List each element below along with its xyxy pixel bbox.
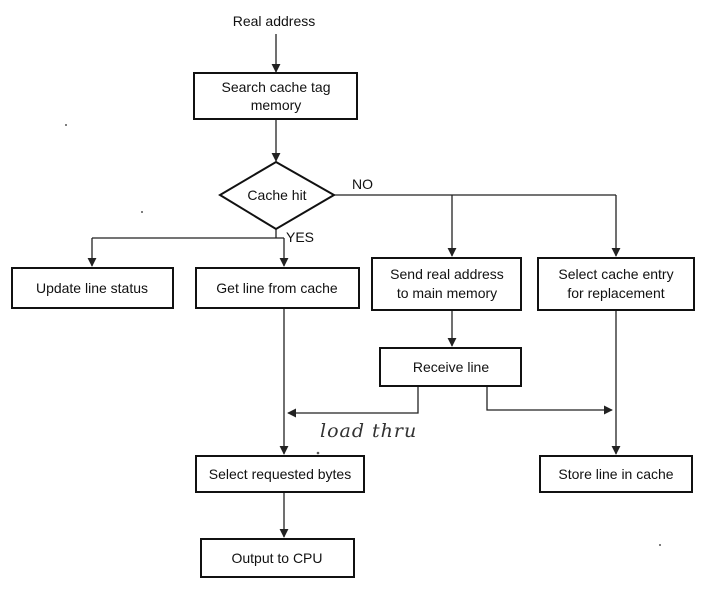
update-line-status-label: Update line status: [36, 280, 148, 296]
scan-speck: [141, 211, 143, 213]
cache-hit-label: Cache hit: [247, 187, 306, 203]
get-line-from-cache-box: Get line from cache: [195, 267, 360, 309]
select-requested-bytes-label: Select requested bytes: [209, 466, 351, 482]
search-cache-tag-label-line1: Search cache tag: [222, 79, 331, 95]
store-line-in-cache-label: Store line in cache: [558, 466, 673, 482]
yes-label: YES: [286, 229, 314, 245]
arrow-load-thru: [287, 386, 419, 418]
scan-speck: [659, 544, 661, 546]
load-thru-annotation: load thru: [320, 420, 417, 442]
send-real-address-label-line1: Send real address: [390, 266, 504, 282]
select-cache-entry-box: Select cache entry for replacement: [537, 257, 695, 311]
update-line-status-box: Update line status: [11, 267, 174, 309]
search-cache-tag-box: Search cache tag memory: [193, 72, 358, 120]
flow-connectors: [87, 34, 621, 538]
scan-speck: [316, 451, 320, 455]
receive-line-label: Receive line: [413, 359, 489, 375]
select-cache-entry-label-line2: for replacement: [567, 285, 664, 301]
receive-line-box: Receive line: [379, 347, 522, 387]
select-cache-entry-label-line1: Select cache entry: [558, 266, 673, 282]
send-real-address-box: Send real address to main memory: [371, 257, 522, 311]
scan-speck: [65, 124, 67, 126]
scan-specks: [65, 124, 661, 546]
search-cache-tag-label-line2: memory: [251, 97, 302, 113]
get-line-from-cache-label: Get line from cache: [216, 280, 338, 296]
output-to-cpu-label: Output to CPU: [231, 550, 322, 566]
real-address-label: Real address: [233, 13, 316, 29]
send-real-address-label-line2: to main memory: [397, 285, 497, 301]
arrow-receive-to-store-path: [486, 386, 613, 415]
cache-hit-decision: Cache hit: [218, 160, 336, 231]
store-line-in-cache-box: Store line in cache: [539, 455, 693, 493]
no-label: NO: [352, 176, 373, 192]
select-requested-bytes-box: Select requested bytes: [195, 455, 365, 493]
output-to-cpu-box: Output to CPU: [200, 538, 355, 578]
